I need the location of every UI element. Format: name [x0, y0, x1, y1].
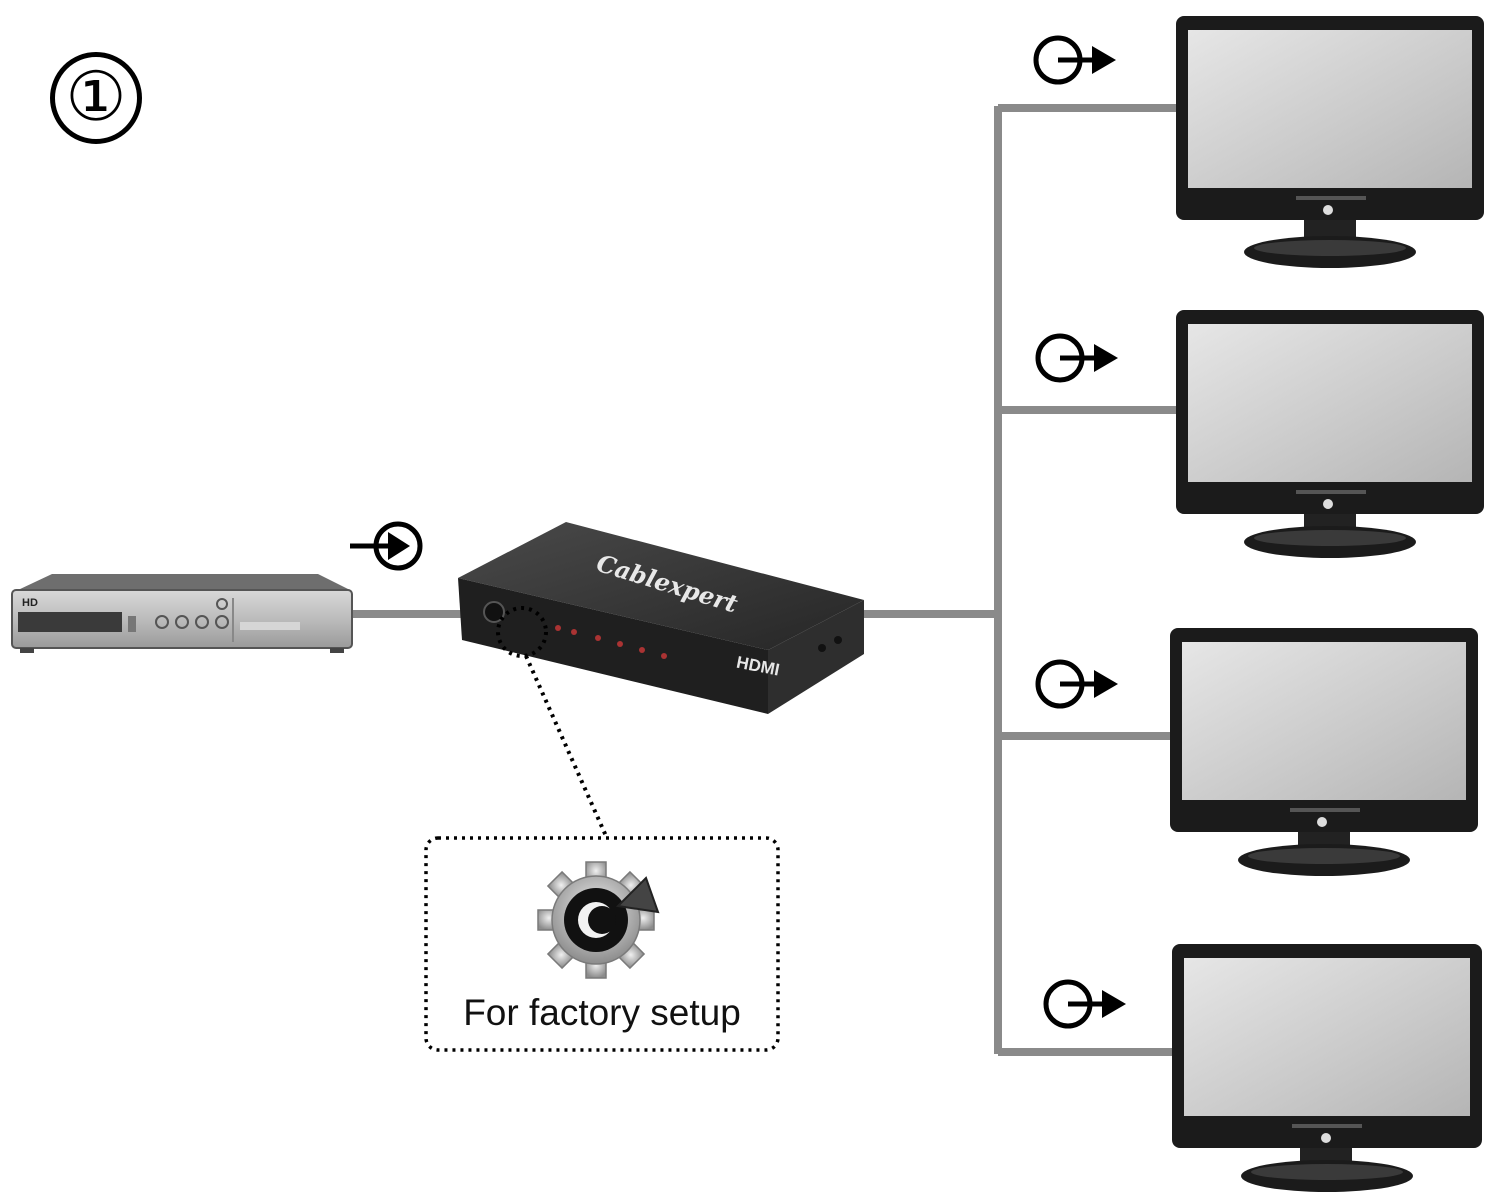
factory-setup-callout: [424, 655, 780, 1052]
monitor-2: [1176, 310, 1484, 558]
monitor-1: [1176, 16, 1484, 268]
source-device: HD: [11, 574, 353, 653]
input-arrow-icon: [350, 521, 423, 571]
monitor-4: [1172, 944, 1482, 1192]
gear-reset-icon: [537, 861, 660, 979]
factory-reset-highlight: [496, 606, 548, 658]
factory-setup-label: For factory setup: [463, 992, 741, 1033]
hdmi-splitter: Cablexpert HDMI: [458, 522, 864, 714]
cable-group: [352, 104, 1180, 1056]
step-number-badge: ①: [50, 52, 142, 144]
monitor-3: [1170, 628, 1478, 876]
output-arrow-icon-3: [1035, 659, 1118, 709]
output-arrow-icon-1: [1033, 35, 1116, 85]
output-arrow-icon-4: [1043, 979, 1126, 1029]
source-device-brand: HD: [22, 597, 38, 609]
output-arrow-icon-2: [1035, 333, 1118, 383]
callout-leader-line: [524, 655, 608, 837]
